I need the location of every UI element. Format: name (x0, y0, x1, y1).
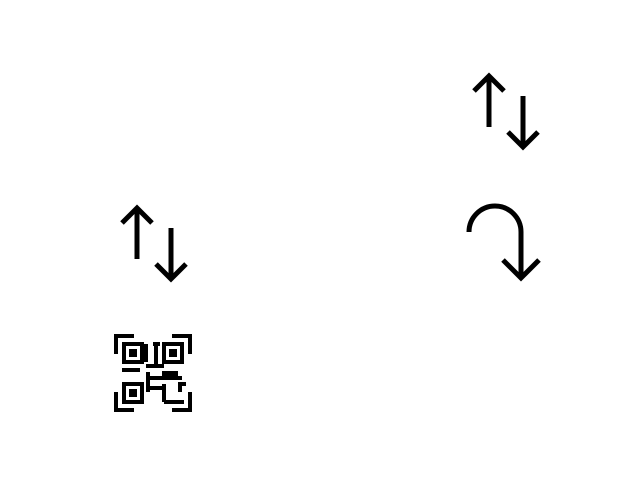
redo-arrow-icon[interactable] (462, 200, 548, 284)
qr-code-icon[interactable] (112, 332, 194, 414)
swap-vertical-icon[interactable] (118, 202, 192, 284)
swap-vertical-icon[interactable] (470, 70, 544, 152)
